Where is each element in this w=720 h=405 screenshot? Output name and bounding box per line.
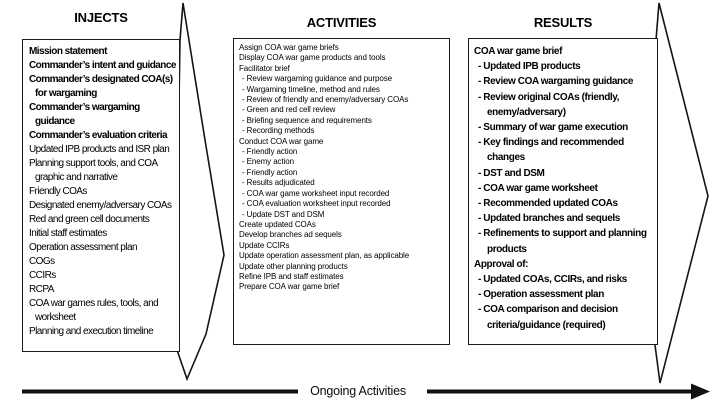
list-item: - Review original COAs (friendly, enemy/… [478, 91, 620, 118]
list-item: Update other planning products [239, 261, 348, 271]
list-item: - Green and red cell review [242, 105, 336, 115]
list-item: Planning support tools, and COA graphic … [29, 158, 158, 183]
results-flow-arrow [654, 2, 709, 384]
list-item: Commander’s wargaming guidance [29, 102, 140, 127]
list-item: Designated enemy/adversary COAs [29, 200, 172, 211]
list-item: - Wargaming timeline, method and rules [242, 84, 380, 94]
list-item: - Friendly action [242, 147, 298, 157]
list-item: - Refinements to support and planning pr… [478, 228, 647, 255]
list-item: - COA war game worksheet [478, 182, 598, 194]
ongoing-activities-label: Ongoing Activities [310, 384, 406, 398]
list-item: Mission statement [29, 46, 107, 57]
list-item: Update operation assessment plan, as app… [239, 251, 410, 261]
list-item: Create updated COAs [239, 219, 316, 229]
ongoing-activities-line-right [427, 389, 693, 394]
list-item: Facilitator brief [239, 63, 290, 73]
list-item: Display COA war game products and tools [239, 53, 386, 63]
results-box: COA war game brief - Updated IPB products… [468, 38, 658, 345]
list-item: - Key findings and recommended changes [478, 137, 624, 164]
list-item: - Friendly action [242, 167, 298, 177]
list-item: Commander’s designated COA(s) for wargam… [29, 74, 173, 99]
list-item: Conduct COA war game [239, 136, 324, 146]
list-item: Commander’s evaluation criteria [29, 130, 168, 141]
list-item: Update CCIRs [239, 240, 290, 250]
list-item: - COA evaluation worksheet input recorde… [242, 199, 391, 209]
results-title: RESULTS [533, 15, 593, 30]
list-item: Develop branches ad sequels [239, 230, 342, 240]
list-item: - Updated IPB products [478, 61, 581, 73]
list-item: - Briefing sequence and requirements [242, 115, 372, 125]
list-item: Planning and execution timeline [29, 326, 154, 337]
list-item: Initial staff estimates [29, 228, 107, 239]
list-item: - Updated branches and sequels [478, 213, 620, 225]
list-item: - Recording methods [242, 126, 315, 136]
list-item: Refine IPB and staff estimates [239, 271, 344, 281]
list-item: Approval of: [474, 258, 529, 270]
list-item: COA war games rules, tools, and workshee… [29, 298, 159, 323]
list-item: - Operation assessment plan [478, 289, 604, 301]
ongoing-activities-arrowhead-icon [691, 383, 710, 400]
list-item: Operation assessment plan [29, 242, 138, 253]
list-item: CCIRs [29, 270, 56, 281]
list-item: - Updated COAs, CCIRs, and risks [478, 274, 627, 286]
list-item: COA war game brief [474, 46, 563, 57]
injects-flow-arrow [175, 2, 225, 382]
list-item: Red and green cell documents [29, 214, 150, 225]
ongoing-activities-line-left [22, 389, 298, 394]
list-item: - Recommended updated COAs [478, 198, 618, 210]
list-item: - Summary of war game execution [478, 122, 628, 134]
list-item: Friendly COAs [29, 186, 87, 197]
list-item: Updated IPB products and ISR plan [29, 144, 170, 155]
list-item: - Enemy action [242, 157, 294, 167]
injects-title: INJECTS [74, 10, 128, 25]
list-item: - Results adjudicated [242, 178, 315, 188]
list-item: - Update DST and DSM [242, 209, 325, 219]
list-item: COGs [29, 256, 55, 267]
list-item: - COA comparison and decision criteria/g… [478, 304, 618, 331]
list-item: Assign COA war game briefs [239, 43, 339, 52]
activities-title: ACTIVITIES [306, 15, 377, 30]
list-item: Prepare COA war game brief [239, 282, 340, 292]
list-item: - Review of friendly and enemy/adversary… [242, 95, 409, 105]
list-item: - COA war game worksheet input recorded [242, 188, 390, 198]
list-item: - Review wargaming guidance and purpose [242, 74, 392, 84]
list-item: - DST and DSM [478, 167, 545, 179]
list-item: RCPA [29, 284, 54, 295]
list-item: Commander’s intent and guidance [29, 60, 176, 71]
list-item: - Review COA wargaming guidance [478, 76, 634, 88]
